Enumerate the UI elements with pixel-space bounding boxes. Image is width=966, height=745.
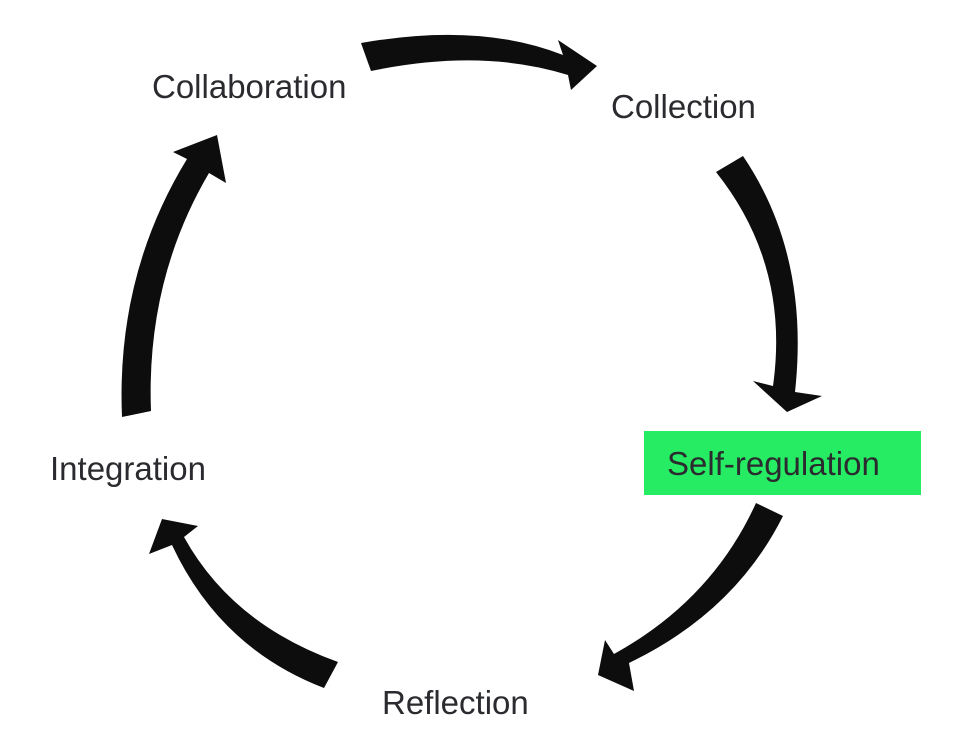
arrow-integration-to-collaboration — [121, 135, 226, 417]
arrow-self-regulation-to-reflection — [598, 503, 783, 691]
node-label-collection: Collection — [611, 88, 756, 125]
arrow-reflection-to-integration — [149, 519, 338, 688]
node-label-collaboration: Collaboration — [152, 68, 347, 105]
node-label-reflection: Reflection — [382, 684, 529, 721]
arrow-collaboration-to-collection — [361, 34, 597, 90]
arrow-collection-to-self-regulation — [716, 156, 822, 412]
arrow-layer — [121, 34, 822, 691]
node-label-integration: Integration — [50, 450, 206, 487]
node-label-self-regulation: Self-regulation — [644, 431, 921, 495]
